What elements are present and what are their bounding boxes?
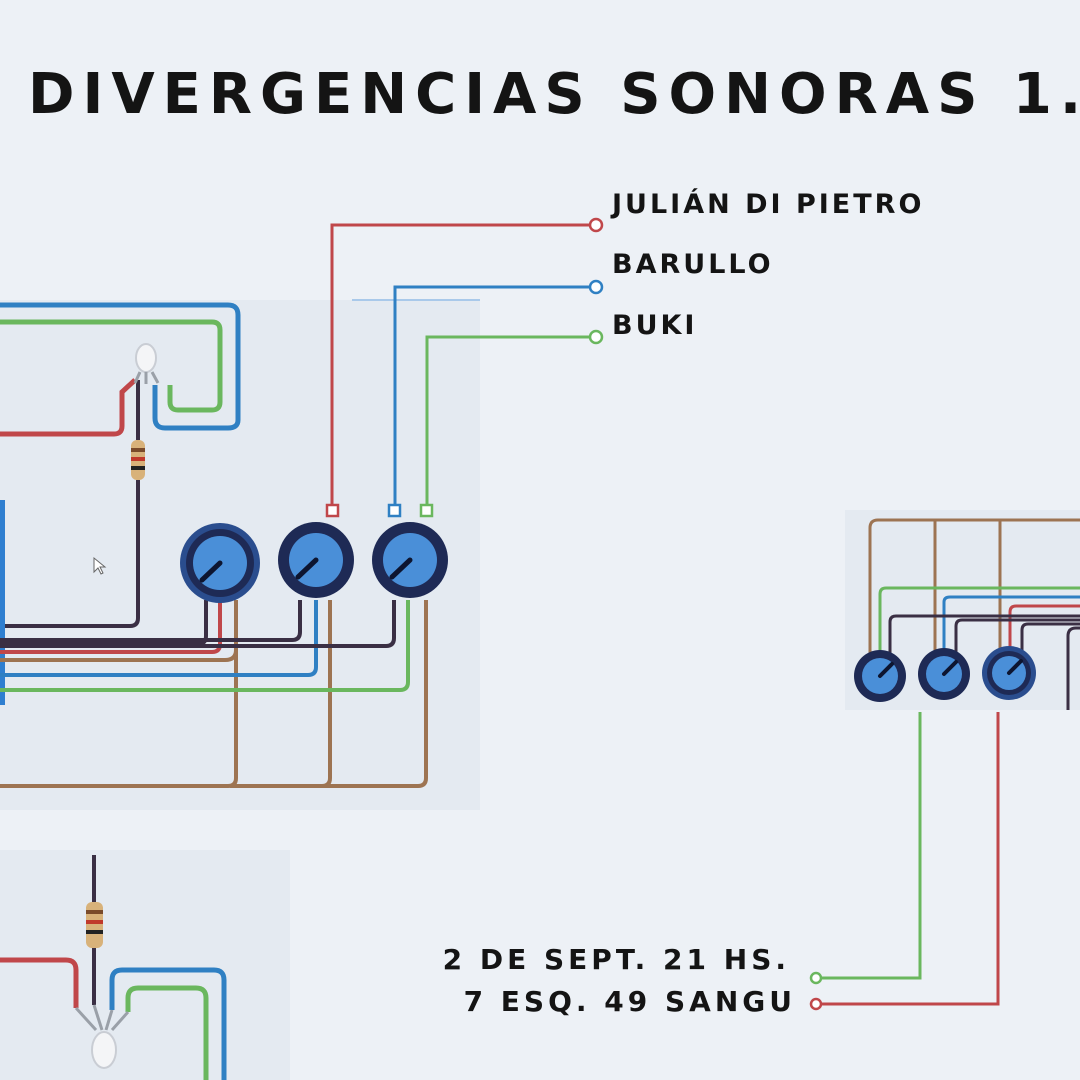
artist-name-julian-di-pietro: JULIÁN DI PIETRO (612, 189, 925, 220)
wire-brown-right-1 (868, 518, 1080, 655)
poster-title: Divergencias sonoras 1. (28, 62, 1080, 127)
board-edge (0, 500, 5, 705)
callout-end-red (588, 217, 604, 233)
circuit-panel-bottom (0, 850, 290, 1080)
potentiometer-knob-3 (372, 522, 448, 598)
callout-end-date (809, 971, 823, 985)
wire-dark-right-2 (954, 618, 1080, 655)
callout-pin-green (419, 503, 434, 518)
wire-dark-right-1 (888, 614, 1080, 655)
led-icon (133, 343, 160, 384)
wire-blue-pot-2 (0, 600, 318, 677)
artist-name-buki: BUKI (612, 310, 698, 341)
wire-dark-right-4 (1066, 626, 1080, 710)
wire-green-led-loop (0, 319, 223, 413)
wire-red-bottom (0, 957, 79, 1008)
wire-dark-right-3 (1020, 622, 1080, 655)
resistor-icon-bottom (86, 902, 103, 948)
wire-green-bottom (125, 985, 209, 1080)
wire-dark-pot-2 (0, 600, 302, 642)
callout-wire-red (330, 223, 590, 504)
callout-wire-date (822, 712, 922, 980)
potentiometer-knob-2 (278, 522, 354, 598)
callout-end-blue (588, 279, 604, 295)
led-icon-bottom (74, 1004, 130, 1069)
wire-dark-pot-3 (0, 600, 396, 648)
callout-end-green (588, 329, 604, 345)
cursor-icon (93, 556, 107, 575)
wire-brown-pot-3 (320, 600, 428, 788)
potentiometer-knob-right-3 (982, 646, 1036, 700)
resistor-icon (131, 440, 145, 480)
artist-name-barullo: BARULLO (612, 249, 774, 280)
callout-end-venue (809, 997, 823, 1011)
wire-blue-bottom (109, 967, 227, 1080)
potentiometer-knob-1 (180, 523, 260, 603)
wire-blue-led-loop (0, 302, 241, 431)
callout-wire-venue (822, 712, 1000, 1006)
event-venue: 7 esq. 49 sangu (463, 985, 796, 1018)
wire-dark-resistor (0, 380, 140, 628)
callout-pin-red (325, 503, 340, 518)
wire-blue-right (942, 595, 1080, 655)
wire-green-right (878, 586, 1080, 655)
potentiometer-knob-right-1 (854, 650, 906, 702)
wire-red-led (0, 378, 137, 437)
callout-pin-blue (387, 503, 402, 518)
callout-wire-blue (393, 285, 590, 504)
callout-wire-green (425, 335, 590, 504)
wire-green-pot-3 (0, 600, 410, 692)
potentiometer-knob-right-2 (918, 648, 970, 700)
wire-red-right (1008, 604, 1080, 655)
event-date-time: 2 de sept. 21 hs. (442, 943, 790, 976)
